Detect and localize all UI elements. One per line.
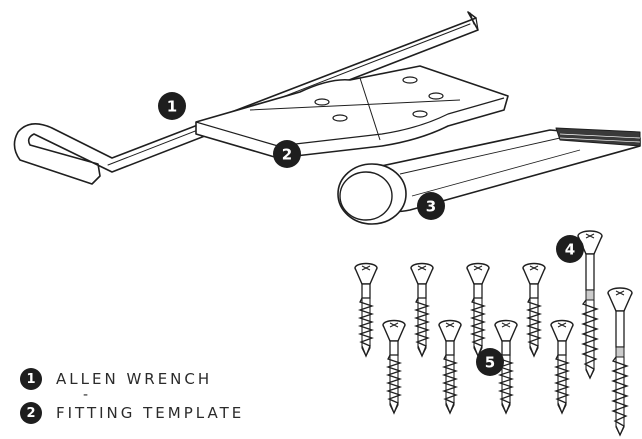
legend-label-1: ALLEN WRENCH — [56, 370, 213, 388]
callout-1: 1 — [158, 92, 186, 120]
callout-2-number: 2 — [282, 146, 292, 164]
legend-item-allen-wrench: 1 ALLEN WRENCH — [20, 364, 340, 394]
fitting-template — [195, 65, 509, 159]
legend-badge-2: 2 — [20, 402, 42, 424]
callout-3-number: 3 — [426, 198, 436, 216]
parts-legend: 1 ALLEN WRENCH - 2 FITTING TEMPLATE — [20, 364, 340, 428]
long-screws — [577, 230, 633, 436]
callout-5: 5 — [476, 348, 504, 376]
legend-badge-1: 1 — [20, 368, 42, 390]
legend-separator: - — [83, 387, 89, 403]
callout-5-number: 5 — [485, 354, 495, 372]
callout-3: 3 — [417, 192, 445, 220]
legend-label-2: FITTING TEMPLATE — [56, 404, 245, 422]
legend-item-fitting-template: 2 FITTING TEMPLATE — [20, 398, 340, 428]
callout-2: 2 — [273, 140, 301, 168]
callout-1-number: 1 — [167, 98, 177, 116]
callout-4-number: 4 — [565, 241, 575, 259]
adhesive-tube — [337, 127, 641, 225]
short-screws — [354, 262, 574, 414]
callout-4: 4 — [556, 235, 584, 263]
